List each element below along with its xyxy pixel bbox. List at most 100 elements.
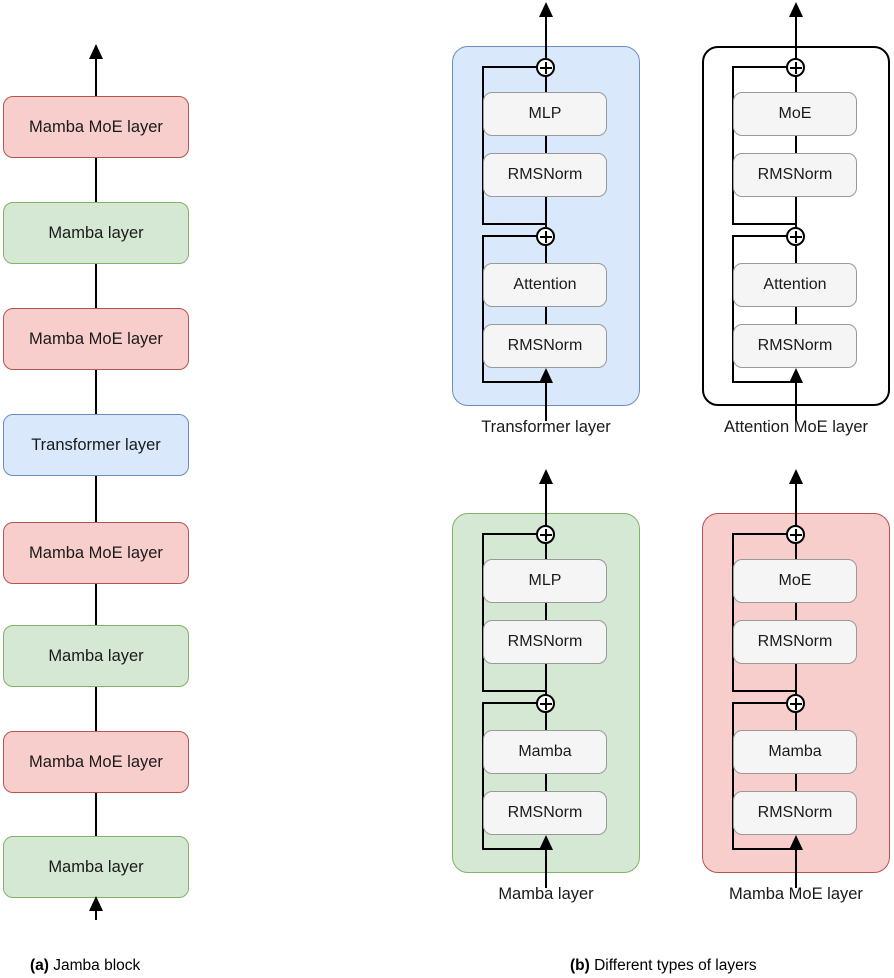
mlp-to-norm-wire [544,601,547,621]
upper-residual-wire-in [482,533,538,536]
mamba-to-norm-wire [794,772,797,792]
attention-moe-layer-caption: Attention MoE layer [724,418,868,436]
lower-rmsnorm-box[interactable]: RMSNorm [733,791,857,835]
panel-input-arrowhead-icon [538,835,553,850]
jamba-layer-box[interactable]: Mamba MoE layer [3,522,189,584]
lower-add-operator-icon [786,227,805,246]
moe-module-label: MoE [778,572,812,589]
upper-add-operator-icon [786,525,805,544]
mamba-module-label: Mamba [768,743,822,760]
jamba-layer-box[interactable]: Mamba MoE layer [3,731,189,793]
upper-rmsnorm-box[interactable]: RMSNorm [733,620,857,664]
mamba-module-label: Mamba [518,743,572,760]
lower-rmsnorm-box[interactable]: RMSNorm [483,791,607,835]
panel-input-arrowhead-icon [788,835,803,850]
moe-module-box[interactable]: MoE [733,559,857,603]
caption-b: (b) Different types of layers [570,957,757,975]
lower-rmsnorm-label: RMSNorm [757,337,833,354]
upper-mlp-wire [544,76,547,94]
lower-residual-wire-h [732,381,796,384]
panel-output-wire [544,482,547,534]
jamba-layer-label: Mamba MoE layer [29,752,163,771]
lower-residual-wire-v [482,235,485,383]
lower-op-down-wire [794,712,797,731]
panel-input-arrowhead-icon [538,368,553,383]
moe-module-box[interactable]: MoE [733,92,857,136]
mamba-module-box[interactable]: Mamba [483,730,607,774]
moe-module-label: MoE [778,105,812,122]
upper-residual-wire-v [482,66,485,225]
lower-rmsnorm-label: RMSNorm [757,804,833,821]
panel-output-arrowhead-icon [788,469,803,484]
transformer-layer-caption: Transformer layer [481,418,611,436]
jamba-layer-label: Mamba layer [48,223,144,242]
mamba-moe-layer-caption: Mamba MoE layer [729,885,863,903]
mlp-module-label: MLP [528,105,562,122]
lower-add-operator-icon [536,694,555,713]
attn-to-norm-wire [544,305,547,325]
jamba-block-figure: Mamba MoE layer Mamba layer Mamba MoE la… [0,0,260,978]
caption-a: (a) Jamba block [30,957,140,975]
upper-residual-wire-v [482,533,485,692]
upper-rmsnorm-box[interactable]: RMSNorm [483,153,607,197]
jamba-layer-label: Mamba layer [48,646,144,665]
upper-residual-wire-h [482,690,546,693]
jamba-layer-label: Transformer layer [31,435,161,454]
lower-residual-wire-h [732,848,796,851]
panel-input-wire [544,381,547,421]
lower-residual-wire-in [732,702,788,705]
jamba-layer-box[interactable]: Transformer layer [3,414,189,476]
caption-a-text: Jamba block [53,957,141,974]
panel-input-wire [794,381,797,421]
upper-add-operator-icon [536,58,555,77]
lower-add-operator-icon [786,694,805,713]
upper-norm-down-wire [544,196,547,244]
upper-residual-wire-v [732,66,735,225]
mlp-module-box[interactable]: MLP [483,559,607,603]
attn-to-norm-wire [794,305,797,325]
lower-rmsnorm-box[interactable]: RMSNorm [733,324,857,368]
upper-norm-down-wire [794,663,797,711]
moe-to-norm-wire [794,134,797,154]
attention-module-box[interactable]: Attention [483,263,607,307]
jamba-layer-box[interactable]: Mamba MoE layer [3,96,189,158]
upper-add-operator-icon [786,58,805,77]
upper-moe-wire [794,543,797,561]
attention-module-label: Attention [763,276,827,293]
mlp-module-box[interactable]: MLP [483,92,607,136]
lower-rmsnorm-label: RMSNorm [507,804,583,821]
upper-rmsnorm-label: RMSNorm [507,633,583,650]
caption-a-tag: (a) [30,957,49,974]
lower-rmsnorm-box[interactable]: RMSNorm [483,324,607,368]
mamba-module-box[interactable]: Mamba [733,730,857,774]
attention-module-box[interactable]: Attention [733,263,857,307]
moe-to-norm-wire [794,601,797,621]
upper-rmsnorm-label: RMSNorm [757,633,833,650]
jamba-layer-label: Mamba MoE layer [29,543,163,562]
mamba-to-norm-wire [544,772,547,792]
lower-residual-wire-in [732,235,788,238]
lower-residual-wire-h [482,381,546,384]
mamba-layer-caption: Mamba layer [498,885,594,903]
upper-residual-wire-in [732,533,788,536]
upper-rmsnorm-label: RMSNorm [507,166,583,183]
jamba-layer-box[interactable]: Mamba layer [3,836,189,898]
jamba-layer-box[interactable]: Mamba layer [3,625,189,687]
upper-norm-down-wire [544,663,547,711]
upper-residual-wire-in [732,66,788,69]
upper-rmsnorm-box[interactable]: RMSNorm [483,620,607,664]
upper-rmsnorm-label: RMSNorm [757,166,833,183]
jamba-layer-box[interactable]: Mamba MoE layer [3,308,189,370]
upper-moe-wire [794,76,797,94]
upper-rmsnorm-box[interactable]: RMSNorm [733,153,857,197]
lower-rmsnorm-label: RMSNorm [507,337,583,354]
jamba-layer-label: Mamba MoE layer [29,117,163,136]
jamba-layer-box[interactable]: Mamba layer [3,202,189,264]
input-arrowhead-icon [88,896,103,911]
panel-output-wire [794,15,797,67]
lower-add-operator-icon [536,227,555,246]
lower-residual-wire-v [482,702,485,850]
layer-types-figure: MLP RMSNorm Attention RMSNorm Transforme… [430,0,894,978]
caption-b-tag: (b) [570,957,590,974]
lower-op-down-wire [544,245,547,264]
